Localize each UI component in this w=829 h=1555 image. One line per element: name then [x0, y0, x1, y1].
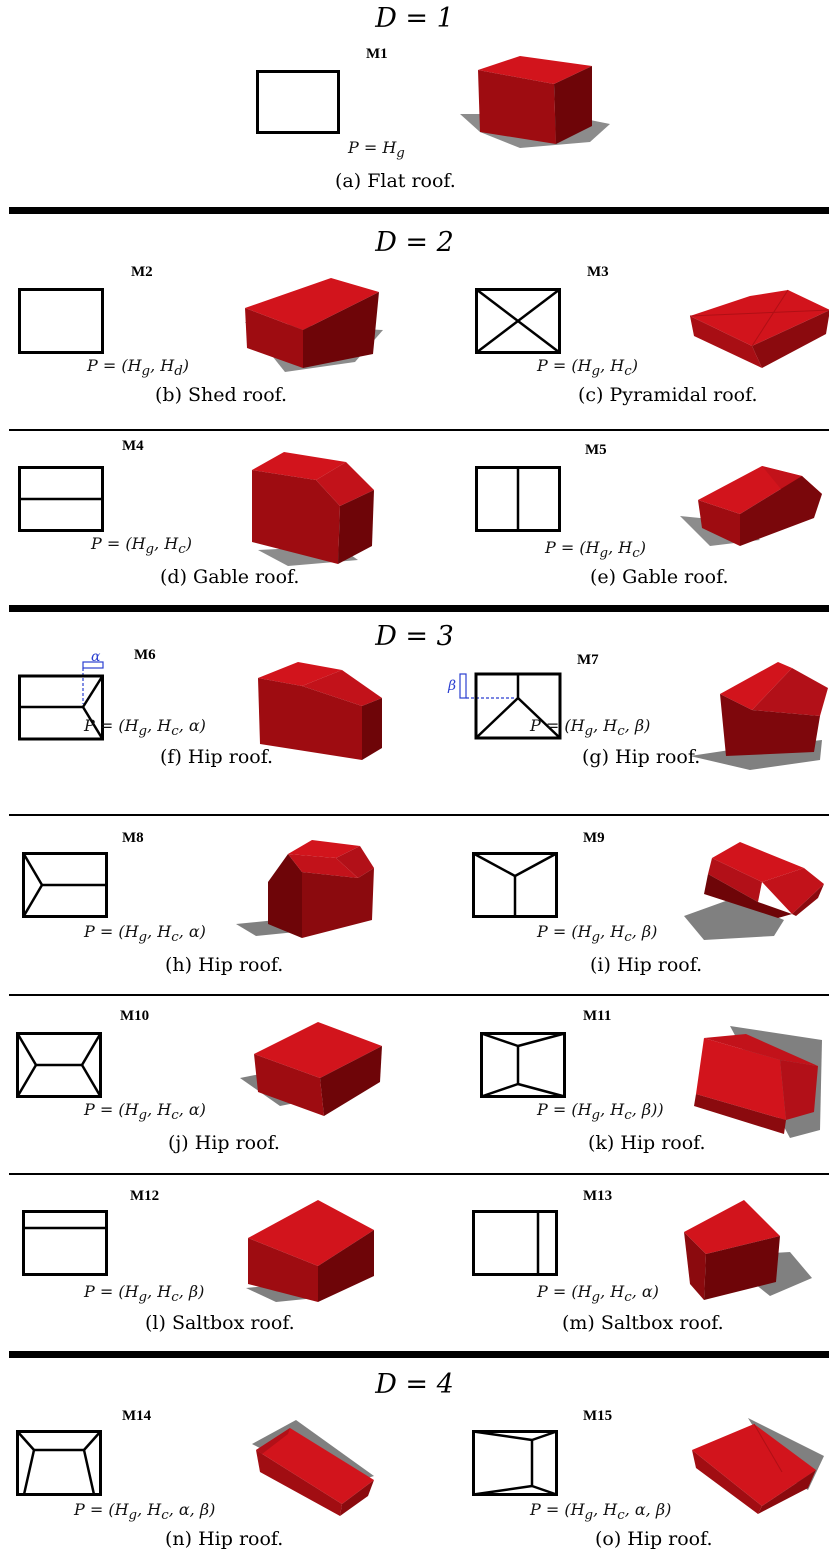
- caption-e: (e) Gable roof.: [590, 566, 729, 588]
- hip-plan-icon: [16, 1032, 102, 1098]
- shed-roof-render-icon: [245, 278, 383, 372]
- model-label-m9: M9: [583, 830, 605, 846]
- saltbox-plan-icon: [22, 1210, 108, 1276]
- model-label-m8: M8: [122, 830, 144, 846]
- caption-o: (o) Hip roof.: [595, 1528, 713, 1550]
- pyramidal-roof-render-icon: [689, 289, 829, 368]
- hip-roof-render-icon: [692, 1418, 824, 1514]
- caption-i: (i) Hip roof.: [590, 954, 703, 976]
- row-divider: [9, 429, 829, 431]
- flat-roof-render-icon: [460, 56, 610, 148]
- flat-plan-icon: [256, 70, 340, 134]
- model-label-m15: M15: [583, 1408, 613, 1424]
- caption-b: (b) Shed roof.: [155, 384, 288, 406]
- hip-roof-render-icon: [240, 1022, 382, 1116]
- model-label-m7: M7: [577, 652, 599, 668]
- caption-d: (d) Gable roof.: [160, 566, 300, 588]
- caption-h: (h) Hip roof.: [165, 954, 284, 976]
- hip-roof-render-icon: [684, 842, 824, 940]
- hip-plan-icon: [472, 1430, 558, 1496]
- caption-g: (g) Hip roof.: [582, 746, 701, 768]
- pyramidal-plan-icon: [475, 288, 561, 354]
- hip-plan-icon: [472, 852, 558, 918]
- model-label-m5: M5: [585, 442, 607, 458]
- param-m5: P = (Hg, Hc): [545, 538, 646, 562]
- section-divider: [9, 1351, 829, 1358]
- saltbox-roof-render-icon: [246, 1200, 374, 1302]
- section-heading-d3: D = 3: [375, 621, 454, 652]
- row-divider: [9, 994, 829, 996]
- hip-roof-render-icon: [690, 662, 828, 770]
- param-m9: P = (Hg, Hc, β): [537, 922, 658, 946]
- gable-roof-render-icon: [680, 466, 822, 546]
- section-heading-d4: D = 4: [375, 1369, 454, 1400]
- hip-plan-icon: [22, 852, 108, 918]
- beta-annotation: β: [447, 678, 456, 694]
- hip-roof-render-icon: [694, 1026, 822, 1138]
- section-heading-d2: D = 2: [375, 227, 454, 258]
- hip-roof-render-icon: [258, 662, 382, 760]
- caption-n: (n) Hip roof.: [165, 1528, 284, 1550]
- param-m15: P = (Hg, Hc, α, β): [530, 1500, 672, 1524]
- gable-plan-icon: [475, 466, 561, 532]
- model-label-m4: M4: [122, 438, 144, 454]
- section-divider: [9, 207, 829, 214]
- caption-k: (k) Hip roof.: [588, 1132, 706, 1154]
- saltbox-plan-icon: [472, 1210, 558, 1276]
- param-m12: P = (Hg, Hc, β): [84, 1282, 205, 1306]
- model-label-m14: M14: [122, 1408, 152, 1424]
- hip-roof-render-icon: [236, 840, 374, 938]
- caption-j: (j) Hip roof.: [168, 1132, 280, 1154]
- shed-plan-icon: [18, 288, 104, 354]
- param-m13: P = (Hg, Hc, α): [537, 1282, 659, 1306]
- hip-plan-icon: [480, 1032, 566, 1098]
- model-label-m2: M2: [131, 264, 153, 280]
- section-divider: [9, 605, 829, 612]
- model-label-m3: M3: [587, 264, 609, 280]
- param-m2: P = (Hg, Hd): [87, 356, 190, 380]
- param-m8: P = (Hg, Hc, α): [84, 922, 206, 946]
- caption-c: (c) Pyramidal roof.: [578, 384, 758, 406]
- model-label-m13: M13: [583, 1188, 613, 1204]
- hip-plan-icon: [16, 1430, 102, 1496]
- hip-plan-icon: α: [18, 649, 104, 741]
- model-label-m10: M10: [120, 1008, 150, 1024]
- section-heading-d1: D = 1: [375, 3, 454, 34]
- caption-a: (a) Flat roof.: [335, 170, 456, 192]
- param-m7: P = (Hg, Hc, β): [530, 716, 651, 740]
- alpha-annotation: α: [91, 649, 101, 665]
- caption-l: (l) Saltbox roof.: [145, 1312, 295, 1334]
- hip-plan-icon: β: [447, 672, 562, 740]
- caption-f: (f) Hip roof.: [160, 746, 274, 768]
- gable-plan-icon: [18, 466, 104, 532]
- model-label-m1: M1: [366, 46, 388, 62]
- caption-m: (m) Saltbox roof.: [562, 1312, 724, 1334]
- model-label-m6: M6: [134, 647, 156, 663]
- param-m3: P = (Hg, Hc): [537, 356, 638, 380]
- row-divider: [9, 1173, 829, 1175]
- row-divider: [9, 814, 829, 816]
- gable-roof-render-icon: [252, 452, 374, 566]
- param-m10: P = (Hg, Hc, α): [84, 1100, 206, 1124]
- hip-roof-render-icon: [252, 1420, 374, 1516]
- saltbox-roof-render-icon: [684, 1200, 812, 1300]
- param-m6: P = (Hg, Hc, α): [84, 716, 206, 740]
- param-m11: P = (Hg, Hc, β)): [537, 1100, 664, 1124]
- model-label-m11: M11: [583, 1008, 612, 1024]
- param-m1: P = Hg: [348, 138, 405, 162]
- param-m14: P = (Hg, Hc, α, β): [74, 1500, 216, 1524]
- param-m4: P = (Hg, Hc): [91, 534, 192, 558]
- model-label-m12: M12: [130, 1188, 160, 1204]
